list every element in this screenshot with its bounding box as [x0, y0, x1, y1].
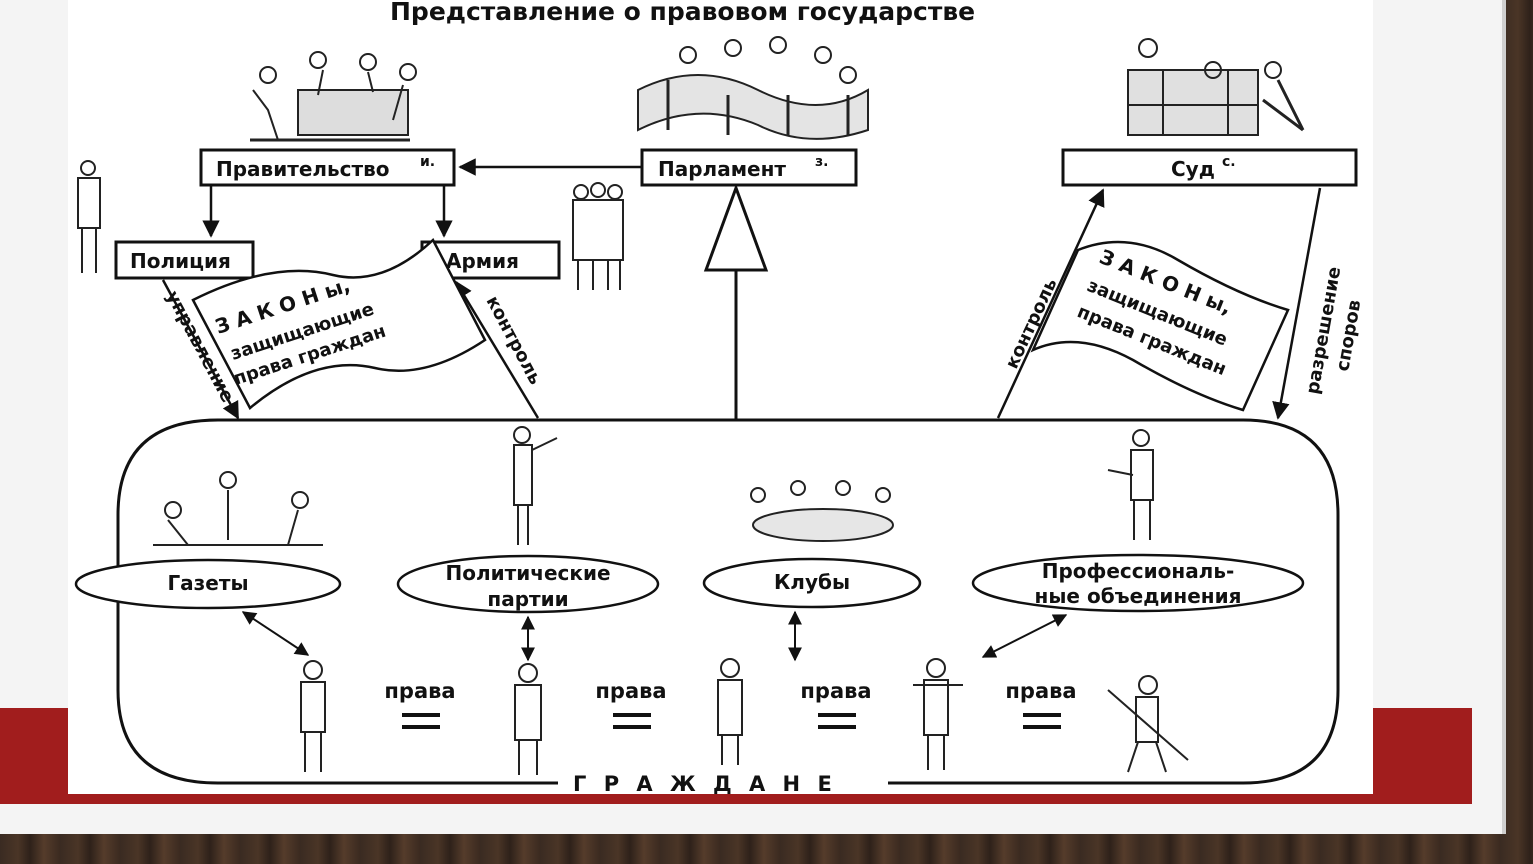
- army-box: Армия: [420, 240, 561, 280]
- laws-flag-right: З А К О Н ы, защищающие права граждан: [1030, 240, 1290, 412]
- soldiers-illustration: [572, 182, 624, 290]
- clubs-ellipse: Клубы: [702, 557, 922, 609]
- parliament-box: Парламент з.: [640, 148, 858, 187]
- court-box: Суд с.: [1061, 148, 1358, 187]
- rights-label-4: права: [1005, 679, 1076, 703]
- parliament-illustration: [637, 36, 869, 140]
- army-label: Армия: [446, 249, 519, 273]
- management-arrow: [161, 279, 240, 420]
- rights-label-1: права: [384, 679, 455, 703]
- citizens-panel: [116, 418, 1340, 785]
- government-box: Правительство и.: [199, 148, 456, 187]
- policeman-illustration: [77, 160, 101, 273]
- police-label: Полиция: [130, 249, 231, 273]
- disputes-arrow: [1272, 187, 1322, 420]
- connector-arrows: [161, 158, 1322, 420]
- parliament-election-triangle: [703, 183, 769, 272]
- rights-label-2: права: [595, 679, 666, 703]
- rule-of-law-diagram: Представление о правовом государстве Пра…: [74, 0, 1365, 794]
- newspapers-illustration: [153, 471, 323, 546]
- citizen-figure-5: [1107, 675, 1189, 773]
- citizens-label: Г Р А Ж Д А Н Е: [573, 772, 837, 794]
- citizen-figure-4: [913, 658, 963, 770]
- parliament-mark: з.: [815, 154, 828, 170]
- clubs-illustration: [750, 480, 894, 542]
- laws-flag-left: З А К О Н ы, защищающие права граждан: [191, 237, 487, 410]
- control-court-arrow: [996, 188, 1105, 419]
- newspapers-ellipse: Газеты: [74, 558, 342, 610]
- speaker-illustration: [513, 426, 558, 545]
- court-illustration: [1127, 38, 1305, 136]
- prof-citizen-arrow: [981, 614, 1068, 658]
- diagram-title: Представление о правовом государстве: [390, 0, 975, 26]
- newspapers-citizen-arrow: [241, 611, 310, 656]
- parliament-label: Парламент: [658, 157, 786, 181]
- professional-associations-label-1: Профессиональ-: [1042, 559, 1235, 583]
- police-box: Полиция: [114, 240, 255, 280]
- membership-arrows: [241, 610, 1068, 662]
- government-label: Правительство: [216, 157, 390, 181]
- diagram-figure: Представление о правовом государстве Пра…: [68, 0, 1373, 794]
- citizen-figure-3: [717, 658, 743, 765]
- court-label: Суд: [1171, 157, 1215, 181]
- clubs-label: Клубы: [774, 570, 850, 594]
- professional-associations-label-2: ные объединения: [1035, 584, 1242, 608]
- worker-holding-illustration: [1107, 429, 1154, 540]
- citizen-figures: [300, 658, 1189, 775]
- professional-associations-ellipse: Профессиональ- ные объединения: [971, 553, 1305, 613]
- rights-label-3: права: [800, 679, 871, 703]
- government-mark: и.: [420, 154, 435, 170]
- government-meeting-illustration: [250, 51, 417, 142]
- newspapers-label: Газеты: [167, 571, 248, 595]
- political-parties-label-1: Политические: [445, 561, 610, 585]
- political-parties-label-2: партии: [487, 587, 568, 611]
- political-parties-ellipse: Политические партии: [396, 554, 660, 614]
- court-mark: с.: [1222, 154, 1236, 170]
- rights-equalities: права права права права: [384, 679, 1077, 729]
- citizen-figure-2: [514, 663, 542, 775]
- control-army-arrow: [454, 280, 540, 419]
- citizen-figure-1: [300, 660, 326, 772]
